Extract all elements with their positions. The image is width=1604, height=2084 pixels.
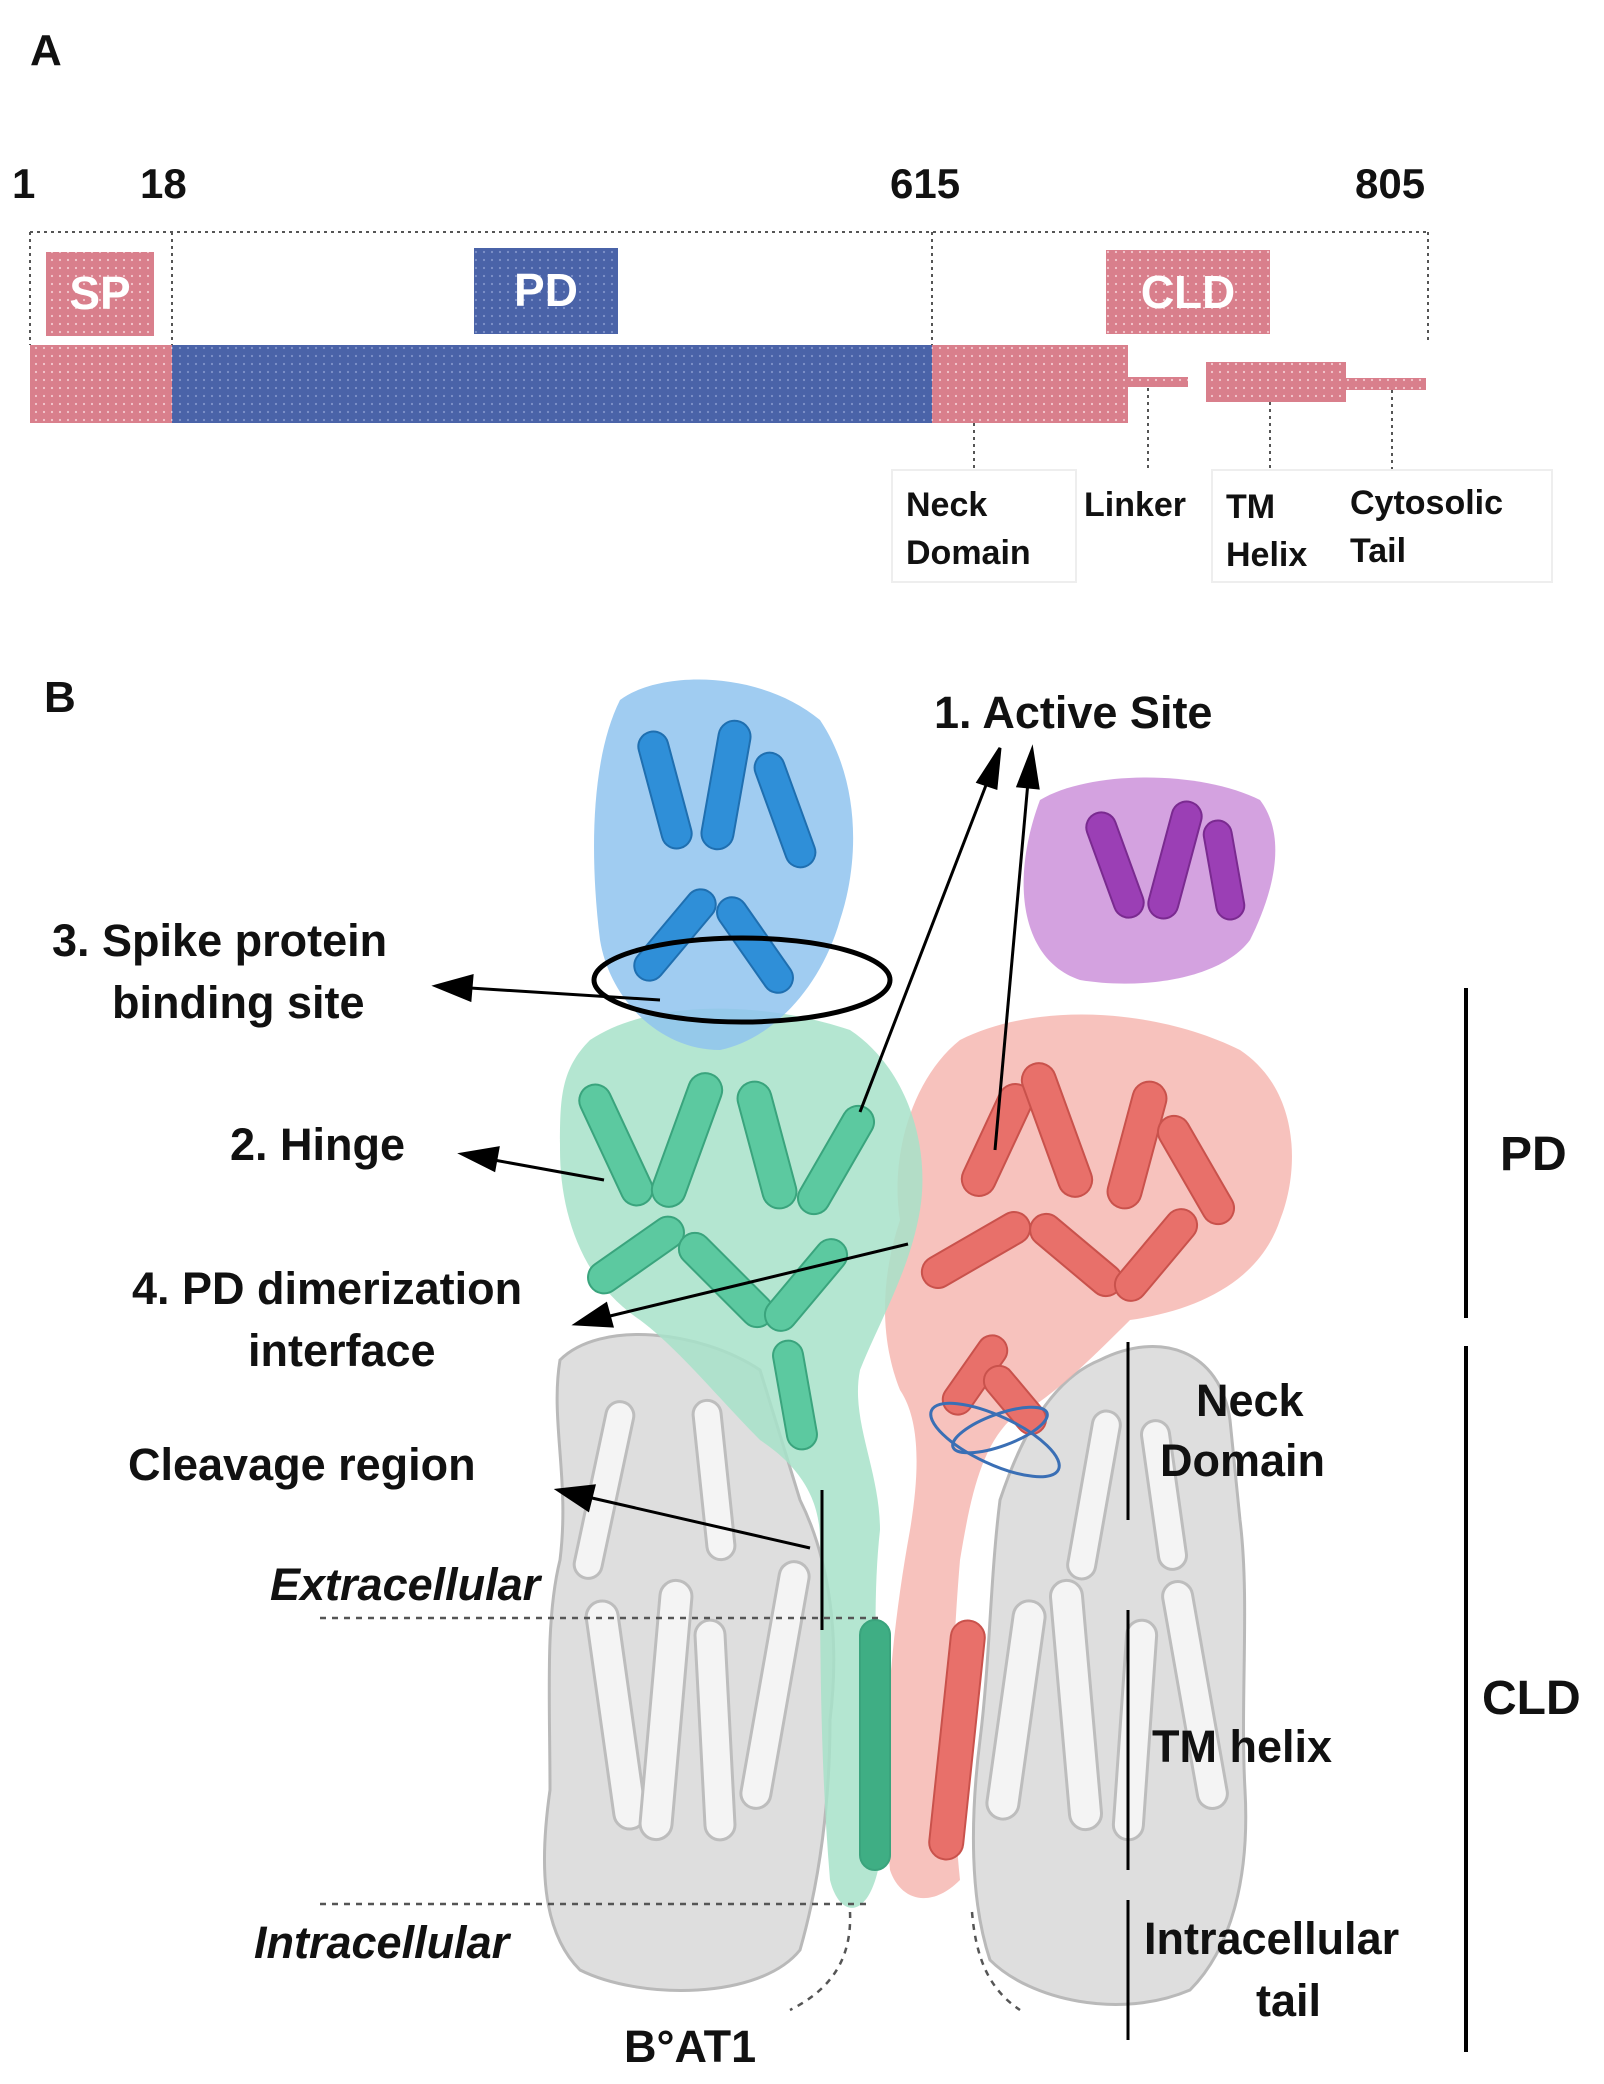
tm-helix-bar <box>1206 362 1346 402</box>
neck-domain-bar <box>932 345 1128 423</box>
spike-label-line2: binding site <box>112 977 365 1028</box>
neck-loops <box>929 1401 1061 1479</box>
cyto-label-line1: Cytosolic <box>1350 484 1503 522</box>
residue-805: 805 <box>1355 160 1425 207</box>
extracellular-label: Extracellular <box>270 1559 543 1610</box>
side-cld-label: CLD <box>1482 1672 1581 1725</box>
residue-1: 1 <box>12 160 35 207</box>
annotation-arrows <box>431 744 1040 1550</box>
subdomain-leaders <box>973 388 1393 470</box>
linker-bar <box>1128 377 1188 387</box>
domain-guide-lines <box>29 231 1429 345</box>
ace2-structure <box>542 679 1292 2006</box>
pd-dimer-label-line2: interface <box>248 1325 436 1376</box>
cld-label-box <box>1106 250 1270 334</box>
blue-domain-helices <box>633 719 817 994</box>
side-pd-label: PD <box>1500 1128 1567 1181</box>
boat1-label: B°AT1 <box>624 2021 756 2072</box>
purple-domain-helices <box>1085 800 1246 921</box>
pd-dimer-label-line1: 4. PD dimerization <box>132 1263 522 1314</box>
intra-tail-label-line1: Intracellular <box>1144 1913 1399 1964</box>
boat1-helices <box>572 1398 1229 1842</box>
tm-label-line1: TM <box>1226 488 1275 526</box>
neck-label-line1: Neck <box>1196 1375 1305 1426</box>
panel-a-letter: A <box>30 26 62 75</box>
panel-b-letter: B <box>44 673 76 722</box>
residue-18: 18 <box>140 160 187 207</box>
neck-label-line2: Domain <box>1160 1435 1325 1486</box>
spike-label-line1: 3. Spike protein <box>52 915 387 966</box>
cyto-label-line2: Tail <box>1350 532 1406 570</box>
panel-b: B <box>44 673 1581 2072</box>
linker-label: Linker <box>1084 486 1186 524</box>
sp-label-box <box>46 252 154 336</box>
hinge-label: 2. Hinge <box>230 1119 405 1170</box>
sp-label: SP <box>69 267 130 319</box>
cleavage-label: Cleavage region <box>128 1439 476 1490</box>
structure-marker-lines <box>820 1342 1130 2040</box>
active-site-label: 1. Active Site <box>934 687 1212 738</box>
sp-bar <box>30 345 172 423</box>
residue-615: 615 <box>890 160 960 207</box>
neck-label-frame <box>891 469 1077 583</box>
pd-bar <box>172 345 932 423</box>
neck-label-line2: Domain <box>906 534 1031 572</box>
cld-label: CLD <box>1141 266 1236 318</box>
red-protomer-helices <box>920 1062 1235 1861</box>
tm-helix-label: TM helix <box>1152 1721 1332 1772</box>
pd-label-box <box>474 248 618 334</box>
panel-a: A 1 18 615 805 SP PD CLD <box>12 26 1553 583</box>
pd-label: PD <box>514 264 578 316</box>
tm-label-line2: Helix <box>1226 536 1307 574</box>
intra-tail-label-line2: tail <box>1256 1975 1321 2026</box>
neck-label-line1: Neck <box>906 486 987 524</box>
tm-cyto-label-frame <box>1211 469 1553 583</box>
intracellular-label: Intracellular <box>254 1917 512 1968</box>
spike-binding-ellipse <box>591 935 893 1025</box>
membrane-lines <box>320 1616 1021 2012</box>
cytosolic-tail-bar <box>1346 378 1426 390</box>
green-protomer-helices <box>578 1072 891 1871</box>
